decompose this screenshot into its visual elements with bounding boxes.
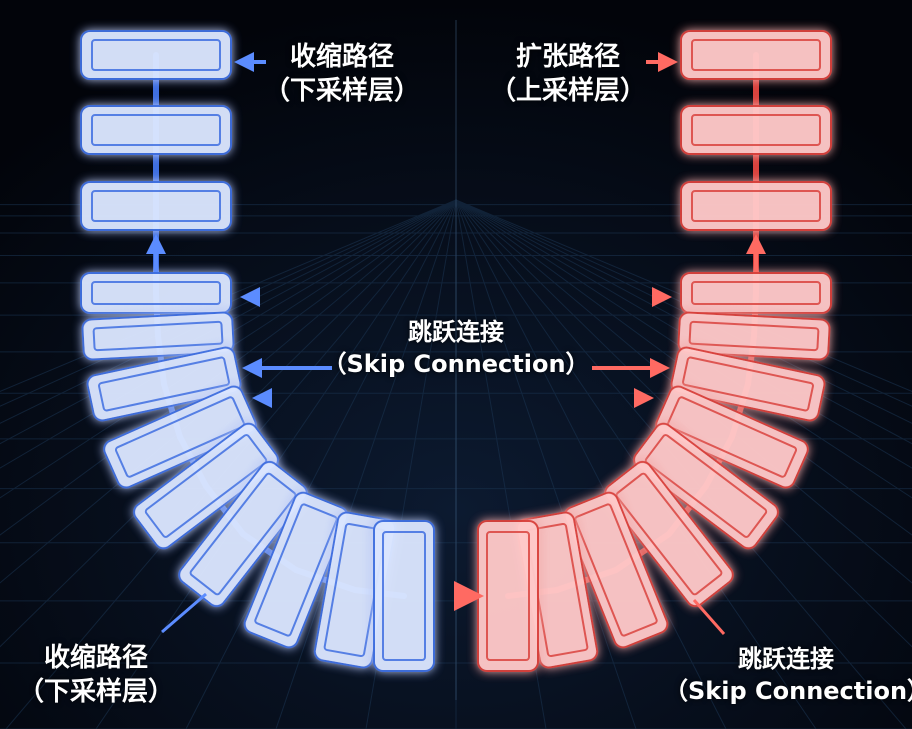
encoder-block-7 <box>103 385 257 489</box>
encoder-block-6 <box>86 346 242 422</box>
encoder-top-label-line1: 收缩路径 <box>289 42 394 72</box>
skip-center-label: 跳跃连接 （Skip Connection） <box>306 316 606 380</box>
decoder-bottom-label: 跳跃连接 （Skip Connection） <box>664 643 912 707</box>
encoder-top-label: 收缩路径 （下采样层） <box>262 40 422 108</box>
encoder-block-2 <box>80 105 232 155</box>
decoder-block-5 <box>677 311 831 361</box>
decoder-top-label-line1: 扩张路径 <box>515 42 620 72</box>
encoder-bottom-label-line2: （下采样层） <box>17 677 174 707</box>
encoder-block-5 <box>81 311 235 361</box>
decoder-block-3 <box>680 181 832 231</box>
decoder-block-10 <box>563 491 669 649</box>
encoder-bottom-label-line1: 收缩路径 <box>43 643 148 673</box>
decoder-bottom-pointer <box>692 599 726 635</box>
decoder-top-label-line2: （上采样层） <box>489 76 646 106</box>
decoder-top-label: 扩张路径 （上采样层） <box>488 40 648 108</box>
skip-center-label-line1: 跳跃连接 <box>408 318 504 346</box>
encoder-block-12 <box>373 520 435 672</box>
encoder-block-3 <box>80 181 232 231</box>
encoder-top-label-line2: （下采样层） <box>263 76 420 106</box>
skip-center-label-line2: （Skip Connection） <box>322 350 590 378</box>
decoder-block-9 <box>604 460 734 608</box>
decoder-block-8 <box>633 422 779 550</box>
decoder-block-12 <box>477 520 539 672</box>
decoder-block-6 <box>670 346 826 422</box>
decoder-block-4 <box>680 272 832 314</box>
encoder-block-10 <box>243 491 349 649</box>
decoder-bottom-label-line1: 跳跃连接 <box>738 645 834 673</box>
decoder-block-1 <box>680 30 832 80</box>
encoder-block-1 <box>80 30 232 80</box>
decoder-block-2 <box>680 105 832 155</box>
decoder-bottom-label-line2: （Skip Connection） <box>664 677 912 705</box>
encoder-bottom-pointer <box>161 592 207 634</box>
encoder-block-8 <box>133 422 279 550</box>
decoder-block-7 <box>655 385 809 489</box>
encoder-block-4 <box>80 272 232 314</box>
encoder-bottom-label: 收缩路径 （下采样层） <box>6 641 186 709</box>
encoder-block-9 <box>178 460 308 608</box>
